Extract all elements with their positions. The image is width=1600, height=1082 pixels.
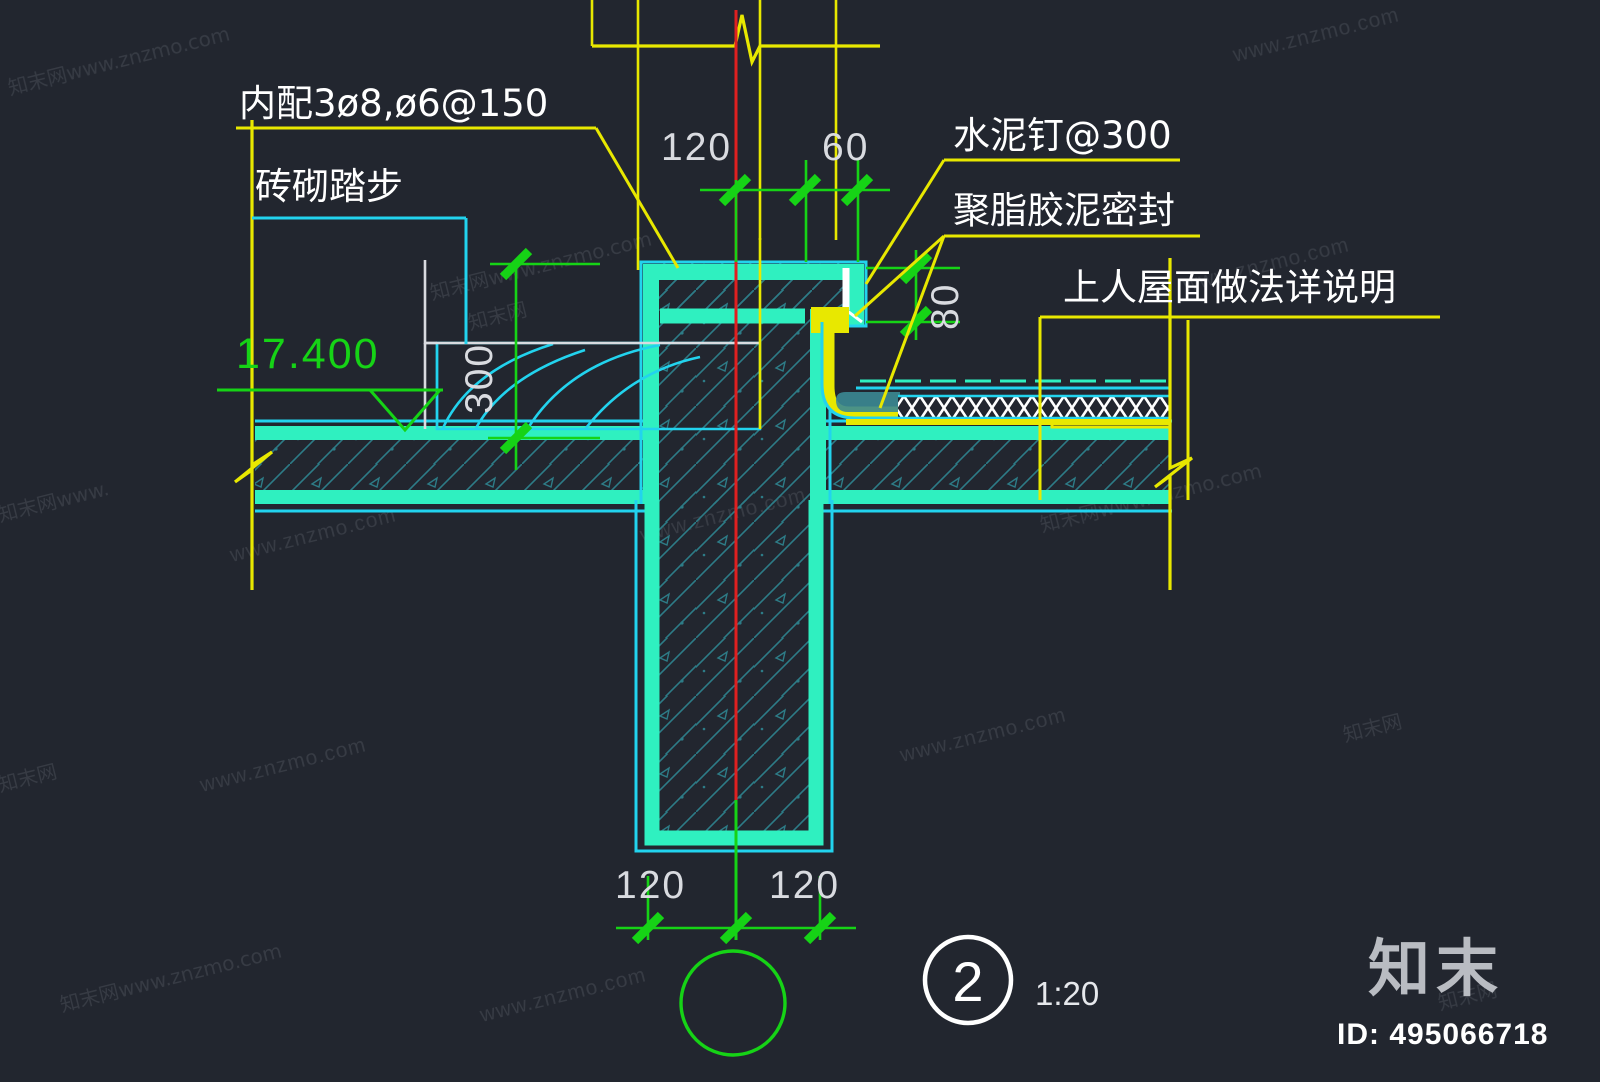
note-roof-spec: 上人屋面做法详说明 [1063, 266, 1396, 309]
dimension-bottom: 120 120 [615, 864, 856, 1057]
detail-tag-number: 2 [952, 950, 983, 1013]
note-rebar: 内配3ø8,ø6@150 [239, 82, 548, 125]
detail-tag-circle [922, 934, 1014, 1026]
yellow-construction-lines [590, 0, 838, 270]
dim-bottom-right: 120 [769, 864, 840, 907]
grid-bubble-circle [679, 949, 787, 1057]
detail-tag-scale: 1:20 [1035, 975, 1099, 1012]
parapet-concrete-outline [639, 260, 868, 504]
detail-tag: 2 1:20 [922, 934, 1099, 1026]
brand-id-text: ID: 495066718 [1337, 1018, 1549, 1051]
note-brick-step: 砖砌踏步 [255, 165, 403, 208]
brick-step-hatch [423, 238, 762, 431]
leader-lines [236, 126, 1440, 500]
elevation-marker: 17.400 [217, 330, 443, 433]
roof-slab-right [818, 419, 1172, 513]
dimension-right-vertical: 80 [866, 250, 967, 340]
dimension-left-vertical: 300 [458, 247, 600, 470]
annotation-texts: 内配3ø8,ø6@150 砖砌踏步 水泥钉@300 聚脂胶泥密封 上人屋面做法详… [239, 82, 1396, 309]
dim-right-vertical: 80 [924, 283, 967, 330]
brand-logo-text: 知末 [1368, 932, 1504, 1005]
roof-buildup-layers [836, 379, 1170, 429]
note-cement-nail: 水泥钉@300 [953, 114, 1172, 157]
dimension-top: 120 60 [661, 126, 890, 262]
concrete-column-stem [634, 500, 834, 853]
elevation-value: 17.400 [236, 330, 380, 378]
break-lines [233, 14, 1193, 590]
note-sealant: 聚脂胶泥密封 [953, 189, 1175, 232]
dim-bottom-left: 120 [615, 864, 686, 907]
dim-top-right: 60 [822, 126, 869, 169]
brand-watermark: 知末 ID: 495066718 [1337, 932, 1549, 1051]
dim-left-vertical: 300 [458, 343, 501, 414]
dim-top-left: 120 [661, 126, 732, 169]
